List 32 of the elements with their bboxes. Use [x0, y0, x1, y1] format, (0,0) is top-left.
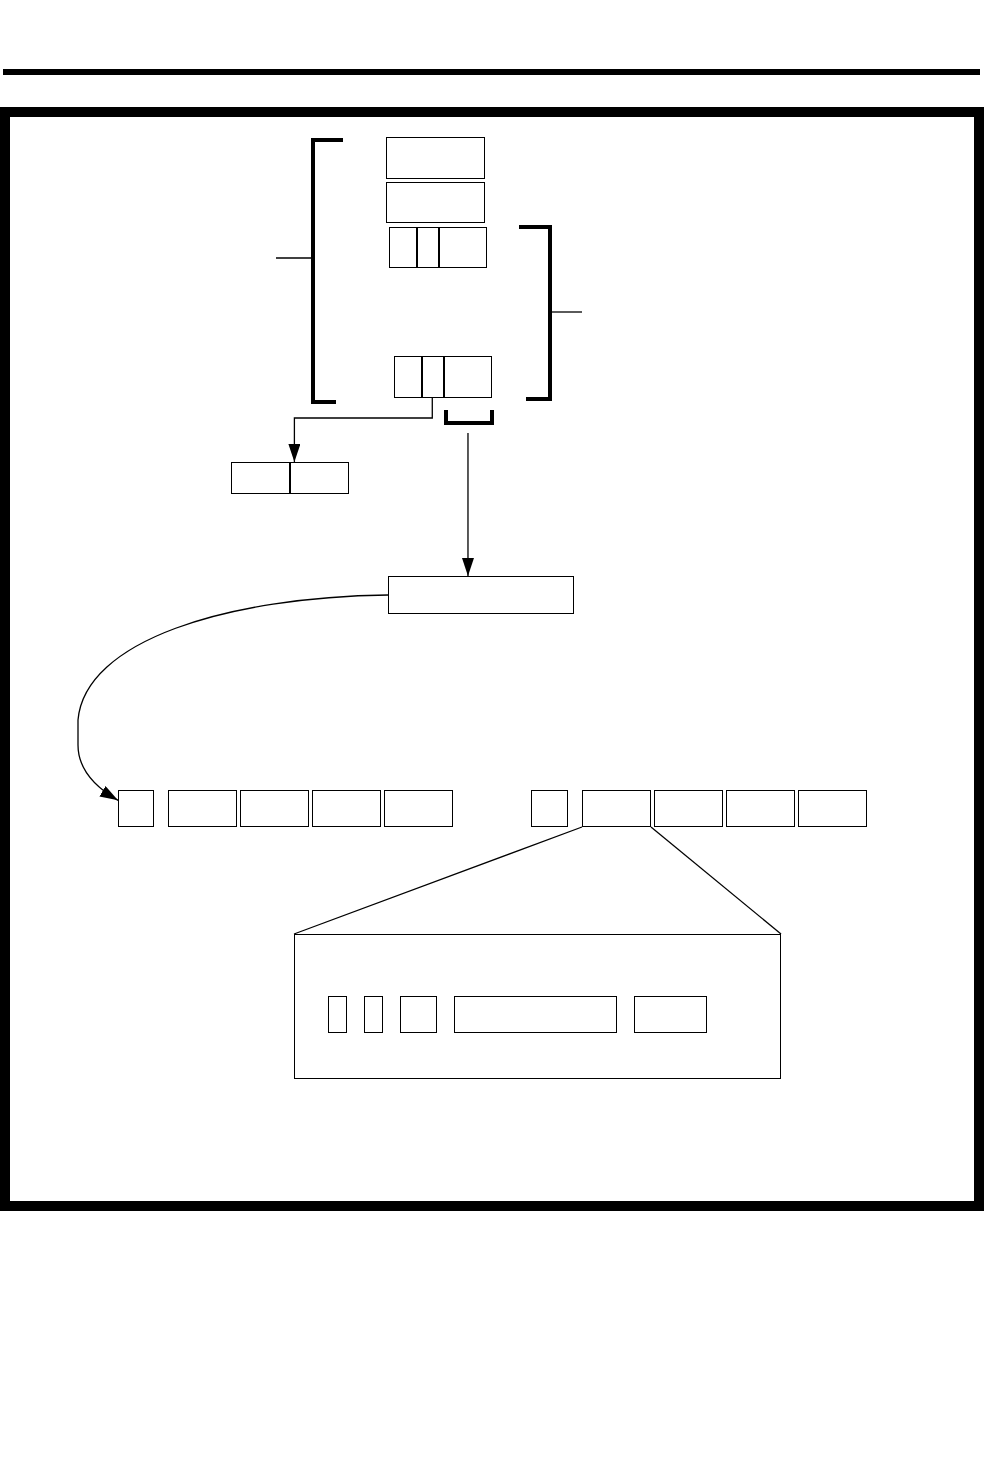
inner-box: [363, 995, 383, 1033]
split-box-cell: [231, 462, 291, 494]
split-box-cell: [416, 227, 440, 268]
row-box: [240, 790, 309, 827]
zoom-line: [650, 826, 782, 935]
detail-panel: [294, 934, 781, 1079]
row-box: [582, 790, 651, 827]
wide-box: [388, 576, 574, 614]
row-box: [312, 790, 381, 827]
split-box-cell: [389, 227, 418, 268]
split-box-cell: [421, 356, 445, 398]
inner-box: [327, 995, 347, 1033]
arrow: [77, 594, 389, 801]
row-box: [798, 790, 867, 827]
row-box: [531, 790, 568, 827]
split-box-cell: [443, 356, 492, 398]
row-box: [384, 790, 453, 827]
split-box-cell: [394, 356, 423, 398]
row-box: [118, 790, 154, 827]
arrow: [288, 397, 433, 463]
split-box-cell: [438, 227, 487, 268]
arrow: [462, 432, 474, 577]
split-box-cell: [289, 462, 349, 494]
inner-box: [399, 995, 437, 1033]
inner-box: [453, 995, 617, 1033]
stacked-box: [386, 137, 485, 179]
row-box: [168, 790, 237, 827]
stacked-box: [386, 182, 485, 223]
zoom-line: [293, 826, 583, 935]
inner-box: [633, 995, 707, 1033]
row-box: [654, 790, 723, 827]
row-box: [726, 790, 795, 827]
